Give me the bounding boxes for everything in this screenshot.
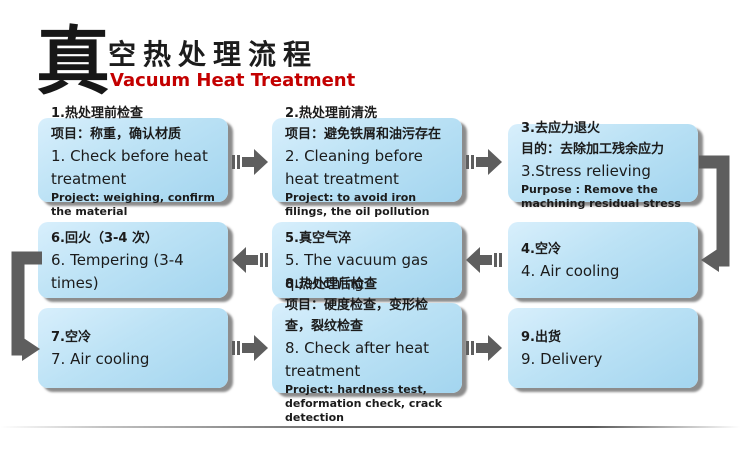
arrow-right-icon bbox=[466, 149, 502, 175]
step-en-title: 4. Air cooling bbox=[521, 262, 620, 280]
arrow-left-icon bbox=[466, 247, 502, 273]
step-box-8-check-after: 8.热处理后检查 项目：硬度检查，变形检查，裂纹检查 8. Check afte… bbox=[272, 277, 462, 424]
step-cn-title: 8.热处理后检查 bbox=[285, 276, 377, 292]
step-en-title: 2. Cleaning before heat treatment bbox=[285, 147, 423, 188]
step-cn-detail: 目的：去除加工残余应力 bbox=[521, 141, 665, 157]
step-en-detail: Project: weighing, confirm the material bbox=[51, 191, 215, 218]
step-cn-title: 7.空冷 bbox=[51, 330, 91, 345]
step-en-title: 3.Stress relieving bbox=[521, 161, 651, 180]
step-en-title: 5. The vacuum gas quenching bbox=[285, 250, 428, 292]
arrow-right-icon bbox=[466, 335, 502, 361]
step-cn-detail: 项目：避免铁屑和油污存在 bbox=[285, 127, 442, 142]
step-en-detail: Purpose : Remove the machining residual … bbox=[521, 182, 681, 210]
step-box-3-stress-relieving: 3.去应力退火 目的：去除加工残余应力 3.Stress relieving P… bbox=[508, 121, 698, 210]
step-box-2-cleaning-before: 2.热处理前清洗 项目：避免铁屑和油污存在 2. Cleaning before… bbox=[272, 106, 462, 218]
page-title-english: Vacuum Heat Treatment bbox=[110, 70, 356, 91]
step-cn-title: 1.热处理前检查 bbox=[51, 106, 143, 121]
step-cn-title: 4.空冷 bbox=[521, 242, 561, 257]
step-en-title: 1. Check before heat treatment bbox=[51, 147, 208, 188]
step-en-title: 8. Check after heat treatment bbox=[285, 338, 430, 380]
step-box-9-delivery: 9.出货 9. Delivery bbox=[508, 308, 698, 388]
step-en-title: 9. Delivery bbox=[521, 350, 603, 368]
step-box-4-air-cooling: 4.空冷 4. Air cooling bbox=[508, 222, 698, 298]
step-cn-title: 3.去应力退火 bbox=[521, 120, 600, 136]
step-cn-title: 2.热处理前清洗 bbox=[285, 106, 377, 121]
step-box-6-tempering: 6.回火（3-4 次） 6. Tempering (3-4 times) bbox=[38, 222, 228, 298]
step-cn-title: 6.回火（3-4 次） bbox=[51, 230, 158, 246]
step-en-title: 6. Tempering (3-4 times) bbox=[51, 250, 184, 292]
step-cn-detail: 项目：称重，确认材质 bbox=[51, 127, 182, 142]
step-cn-detail: 项目：硬度检查，变形检查，裂纹检查 bbox=[285, 297, 429, 334]
step-en-detail: Project: to avoid iron filings, the oil … bbox=[285, 191, 430, 218]
step-cn-title: 9.出货 bbox=[521, 330, 561, 345]
arrow-right-icon bbox=[232, 335, 268, 361]
step-cn-title: 5.真空气淬 bbox=[285, 230, 351, 246]
bottom-divider bbox=[0, 426, 740, 428]
elbow-arrow-down-left-icon bbox=[699, 155, 730, 272]
step-en-detail: Project: hardness test, deformation chec… bbox=[285, 382, 443, 424]
step-box-1-check-before: 1.热处理前检查 项目：称重，确认材质 1. Check before heat… bbox=[38, 106, 228, 218]
step-en-title: 7. Air cooling bbox=[51, 350, 150, 368]
arrow-right-icon bbox=[232, 149, 268, 175]
elbow-arrow-down-right-icon bbox=[11, 251, 42, 361]
title-big-character: 真 bbox=[36, 19, 110, 105]
page-title-chinese: 空热处理流程 bbox=[108, 38, 319, 71]
step-box-7-air-cooling: 7.空冷 7. Air cooling bbox=[38, 308, 228, 388]
arrow-left-icon bbox=[232, 247, 268, 273]
step-box-5-vacuum-gas-quenching: 5.真空气淬 5. The vacuum gas quenching bbox=[272, 222, 462, 298]
